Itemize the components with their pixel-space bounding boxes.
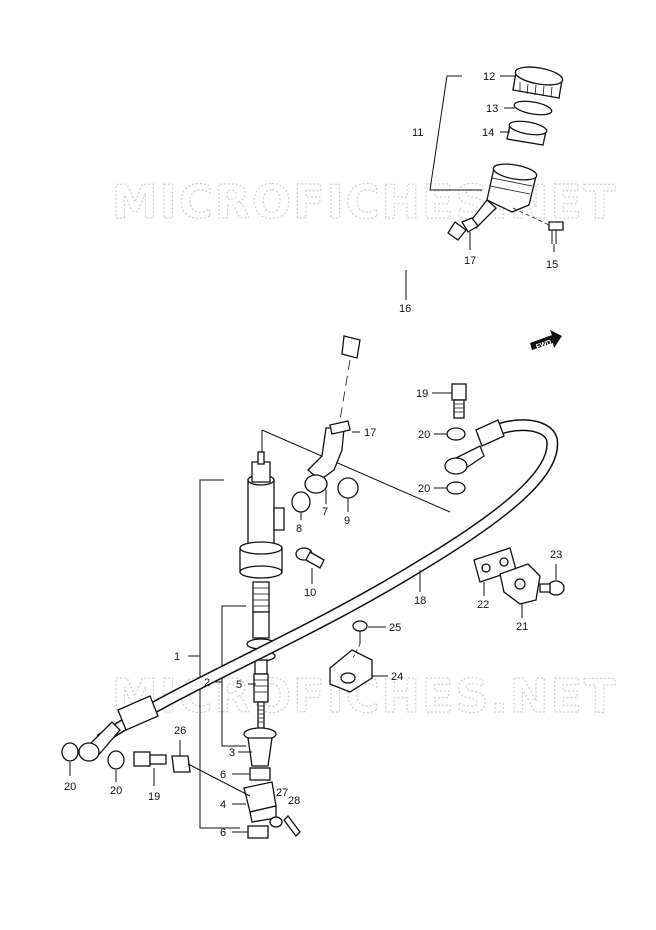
- callout-21: 21: [516, 621, 528, 633]
- screw-15: [512, 207, 564, 252]
- callout-22: 22: [477, 599, 489, 611]
- callout-8: 8: [296, 523, 302, 535]
- union-bolt-19-upper: [451, 383, 467, 419]
- callout-1: 1: [174, 651, 180, 663]
- diaphragm-14: [506, 120, 548, 146]
- callout-14: 14: [482, 127, 494, 139]
- watermark-top: MICROFICHES.NET: [112, 175, 617, 229]
- callout-23: 23: [550, 549, 562, 561]
- callout-17b: 17: [364, 427, 376, 439]
- callout-19b: 19: [148, 791, 160, 803]
- brake-hose-18: [96, 419, 559, 745]
- callout-25: 25: [389, 622, 401, 634]
- bracket-21: [499, 563, 541, 618]
- callout-17a: 17: [464, 255, 476, 267]
- banjo-fitting-lower: [78, 721, 121, 762]
- callout-10: 10: [304, 587, 316, 599]
- callout-2: 2: [204, 677, 210, 689]
- washer-20-d: [107, 750, 125, 770]
- callout-26: 26: [174, 725, 186, 737]
- callout-11: 11: [412, 127, 423, 139]
- callout-19a: 19: [416, 388, 428, 400]
- callout-12: 12: [483, 71, 495, 83]
- callout-3: 3: [229, 747, 235, 759]
- callout-9: 9: [344, 515, 350, 527]
- o-ring-8: [291, 491, 311, 513]
- callout-7: 7: [322, 506, 328, 518]
- forward-arrow-icon: FWD: [530, 330, 562, 351]
- callout-6b: 6: [220, 827, 226, 839]
- reservoir-assembly: [429, 66, 564, 252]
- callout-16: 16: [399, 303, 411, 315]
- callout-5: 5: [236, 679, 242, 691]
- callout-15: 15: [546, 259, 558, 271]
- callout-20d: 20: [110, 785, 122, 797]
- hose-clamp-17-top: [461, 217, 479, 233]
- callout-labels: 1 2 3 4 5 6 6 7 8 9 10 11 12 13 14 15 16…: [64, 71, 562, 839]
- circlip-9: [337, 477, 359, 499]
- callout-4: 4: [220, 799, 226, 811]
- callout-20c: 20: [64, 781, 76, 793]
- callout-6a: 6: [220, 769, 226, 781]
- diaphragm-plate-13: [513, 100, 553, 116]
- washer-20-a: [446, 427, 466, 441]
- washer-20-c: [61, 742, 79, 762]
- union-7: [304, 427, 345, 494]
- callout-27: 27: [276, 787, 288, 799]
- bolt-10: [295, 547, 325, 584]
- reservoir-body: [469, 163, 538, 229]
- clamp-24: [329, 649, 388, 693]
- callout-20b: 20: [418, 483, 430, 495]
- reservoir-cap-12: [512, 66, 564, 99]
- callout-28: 28: [288, 795, 300, 807]
- union-bolt-19-lower: [133, 751, 167, 786]
- screw-23: [539, 564, 565, 596]
- callout-13: 13: [486, 103, 498, 115]
- callout-18: 18: [414, 595, 426, 607]
- banjo-fitting-upper: [444, 445, 485, 475]
- screw-25: [351, 620, 386, 661]
- callout-24: 24: [391, 671, 403, 683]
- reservoir-hose-16: [341, 221, 467, 359]
- hose-clamp-17-middle: [329, 420, 351, 435]
- callout-20a: 20: [418, 429, 430, 441]
- washer-20-b: [446, 481, 466, 495]
